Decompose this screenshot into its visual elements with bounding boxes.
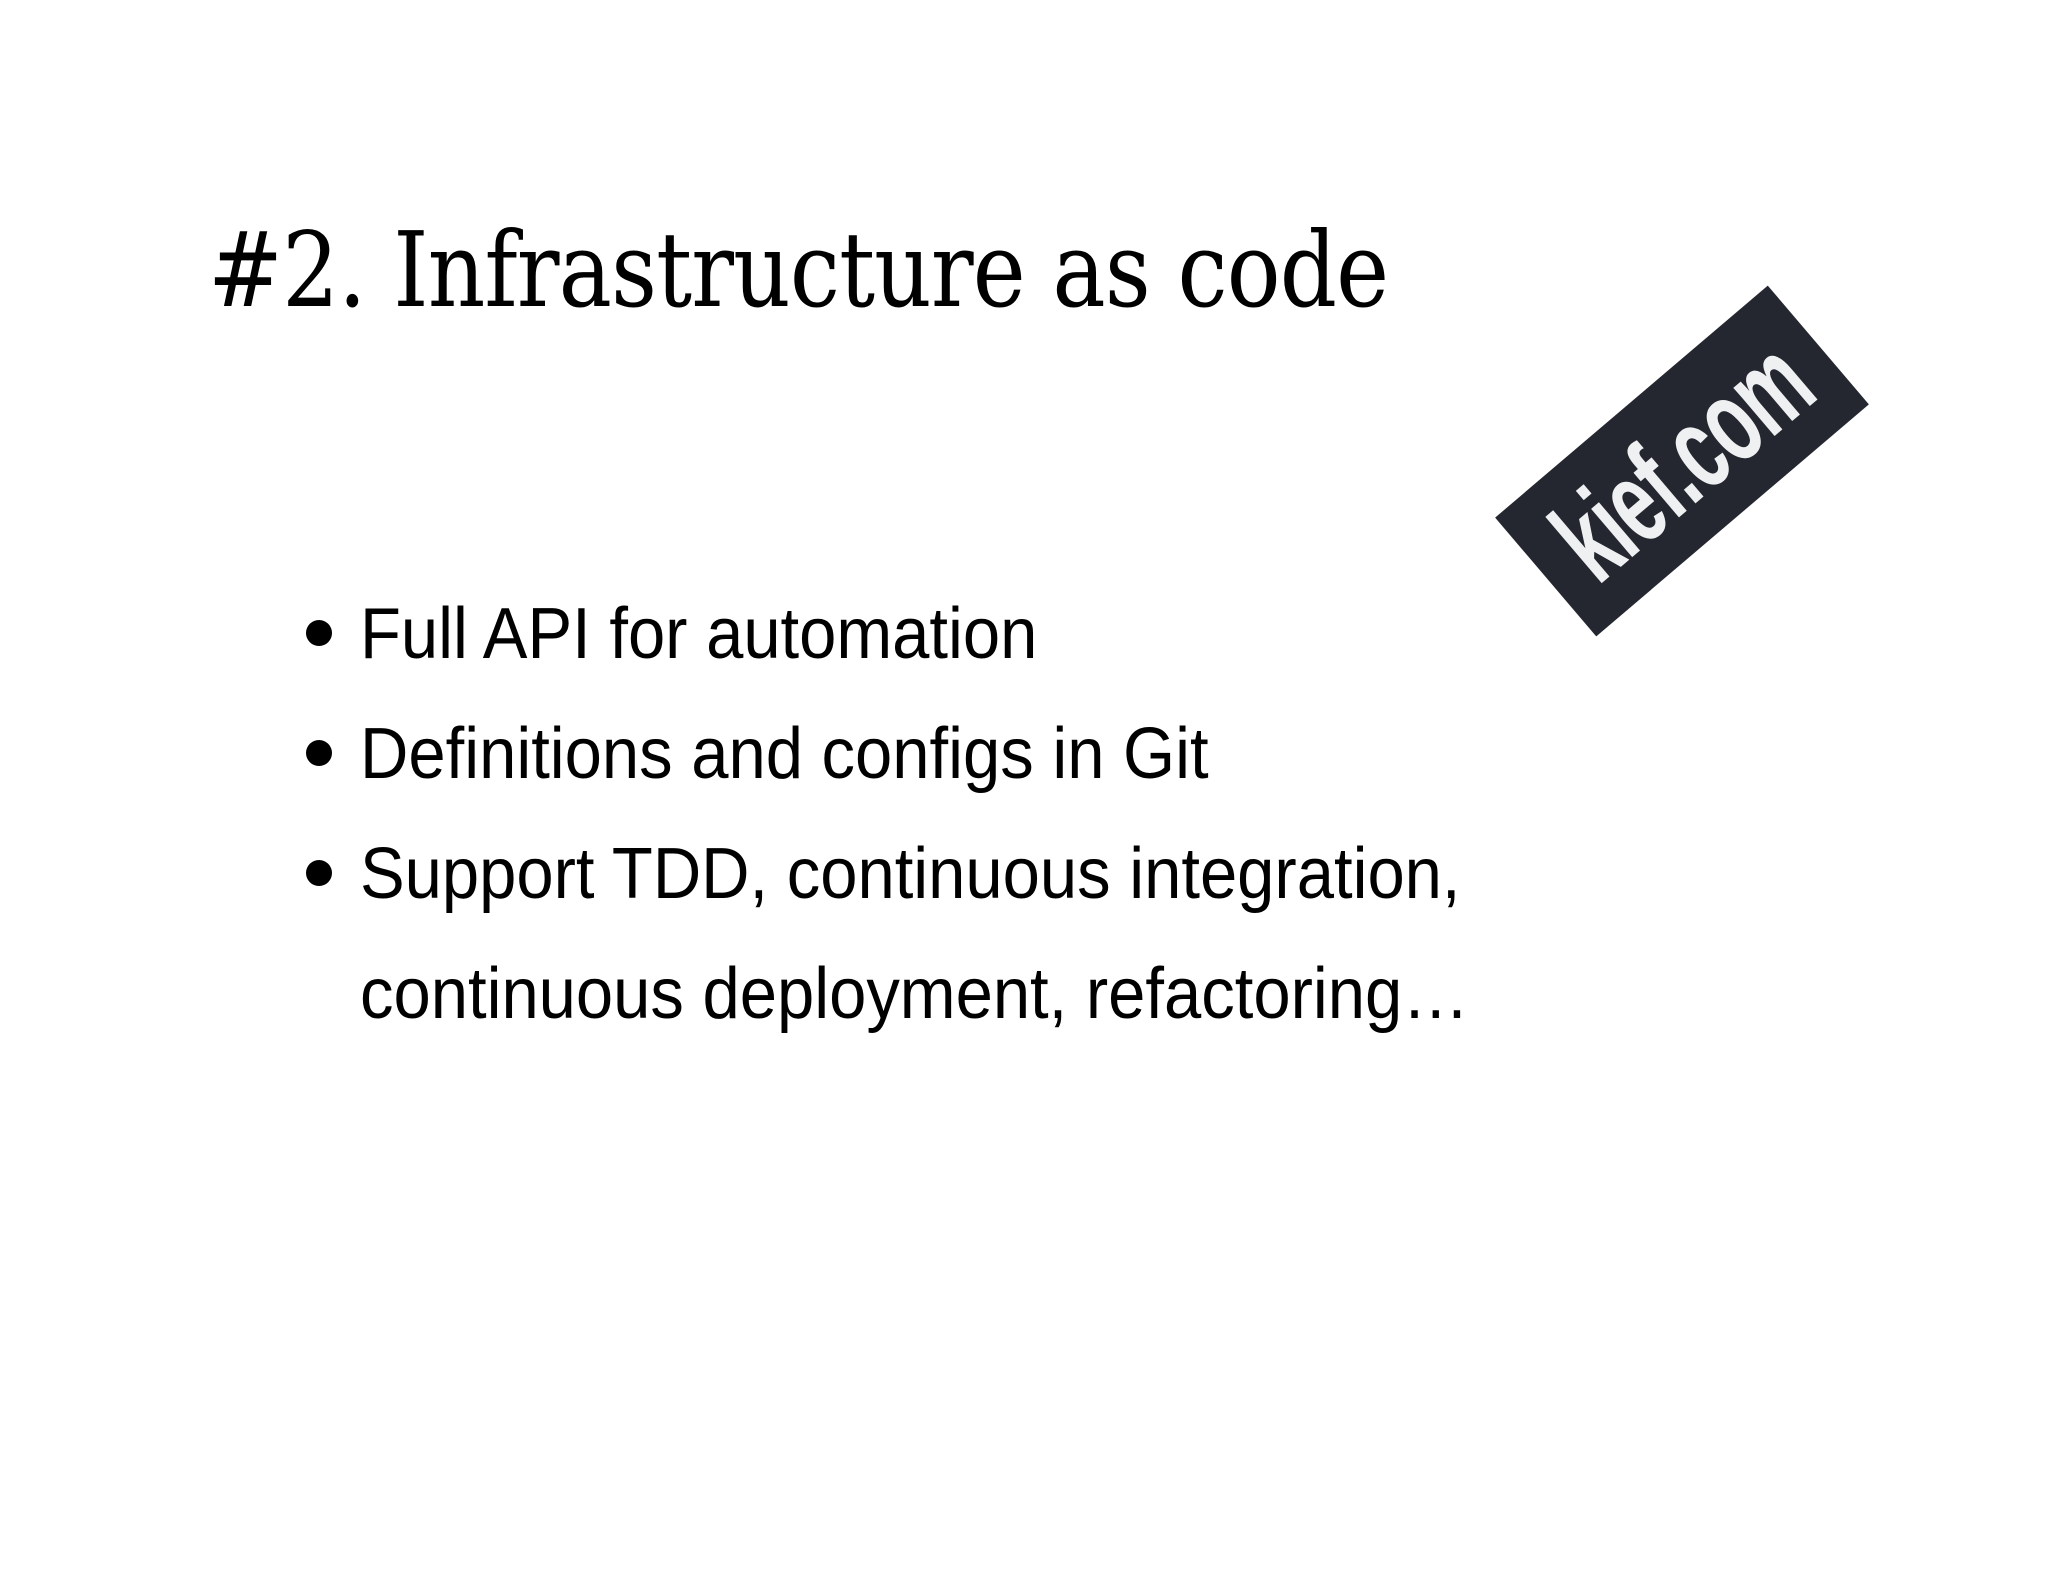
bullet-continuation-text: continuous deployment, refactoring… [360,954,1470,1034]
bullet-text: Full API for automation [360,594,1038,674]
bullet-item: Definitions and configs in Git [300,694,1553,814]
bullet-item: Support TDD, continuous integration, con… [300,814,1553,1054]
bullet-list: Full API for automation Definitions and … [300,574,1553,1054]
bullet-item: Full API for automation [300,574,1553,694]
bullet-dot-icon [306,740,332,766]
logo-text: kief.com [1527,315,1837,607]
bullet-text: Definitions and configs in Git [360,714,1209,794]
slide-title: #2. Infrastructure as code [208,209,1389,331]
bullet-dot-icon [306,620,332,646]
bullet-text: Support TDD, continuous integration, [360,834,1461,914]
bullet-dot-icon [306,860,332,886]
